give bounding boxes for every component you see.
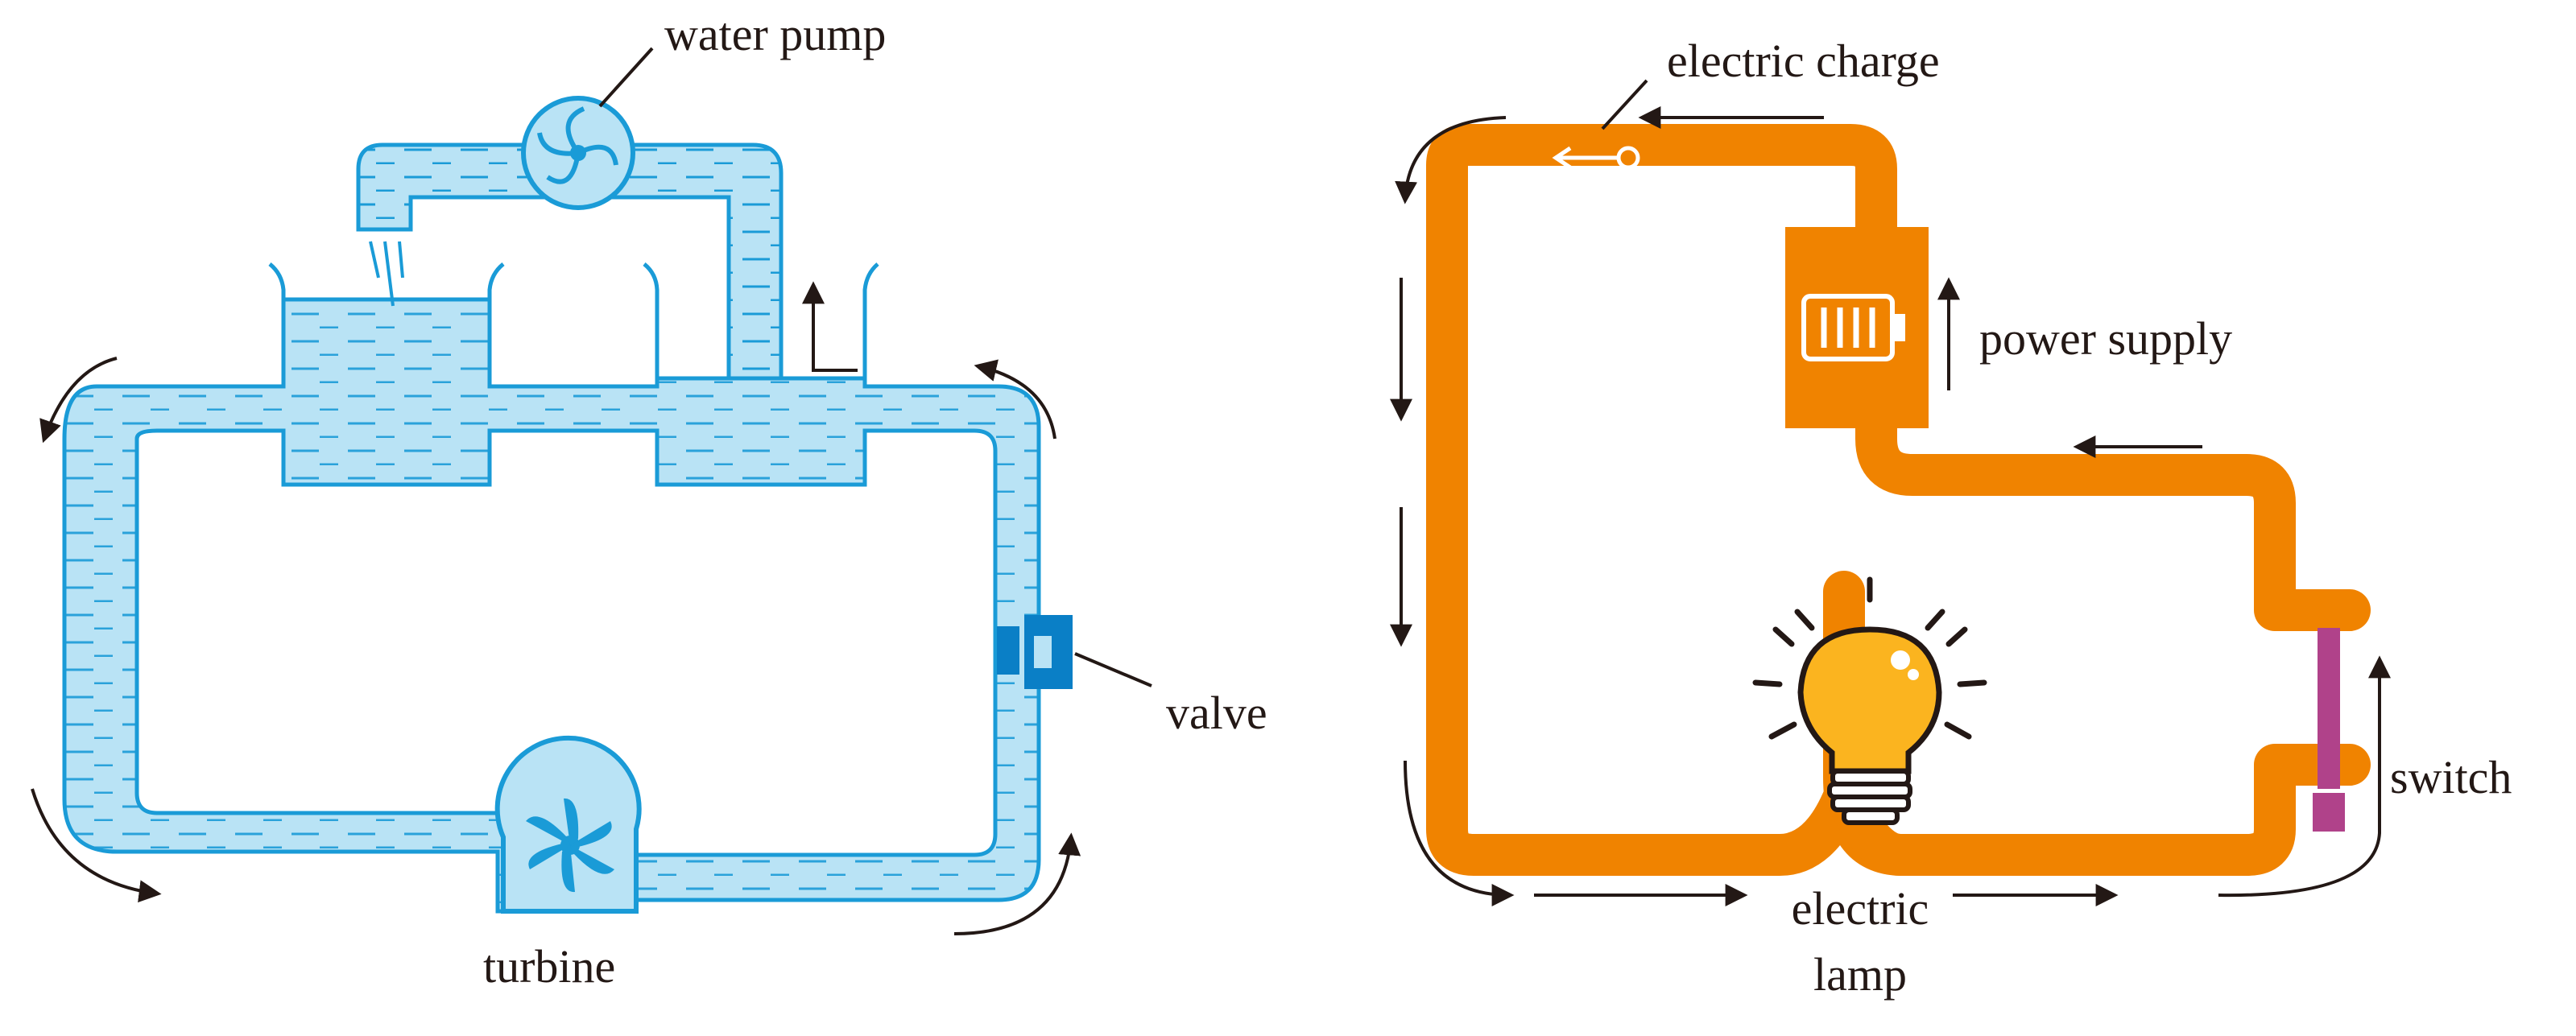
- switch-icon: [2313, 628, 2345, 832]
- light-bulb-icon: [1752, 576, 1987, 825]
- electric-circuit: [1390, 79, 2391, 906]
- water-dash-texture: [64, 299, 1039, 911]
- battery-icon: [1785, 227, 1929, 428]
- turbine-fan-icon: [494, 735, 642, 914]
- labels: water pump valve turbine electric charge…: [483, 8, 2512, 1001]
- electric-lamp-label-line2: lamp: [1813, 948, 1907, 1001]
- water-pump-leader: [598, 47, 654, 108]
- switch-label: switch: [2390, 751, 2512, 803]
- valve-icon: [997, 615, 1073, 689]
- electric-charge-icon: [1552, 146, 1640, 170]
- current-flow-arrows: [1390, 106, 2391, 906]
- falling-water-streaks: [369, 241, 404, 307]
- water-flow-arrows: [31, 281, 1081, 935]
- electric-charge-label: electric charge: [1667, 35, 1940, 87]
- valve-leader: [1074, 652, 1152, 687]
- electric-charge-leader: [1601, 79, 1648, 130]
- pump-impeller-icon: [521, 96, 635, 210]
- water-circuit: [31, 47, 1152, 935]
- valve-label: valve: [1166, 687, 1267, 739]
- water-pump-label: water pump: [664, 8, 886, 60]
- electric-lamp-label-line1: electric: [1792, 882, 1929, 935]
- power-supply-label: power supply: [1979, 312, 2232, 365]
- turbine-label: turbine: [483, 940, 615, 993]
